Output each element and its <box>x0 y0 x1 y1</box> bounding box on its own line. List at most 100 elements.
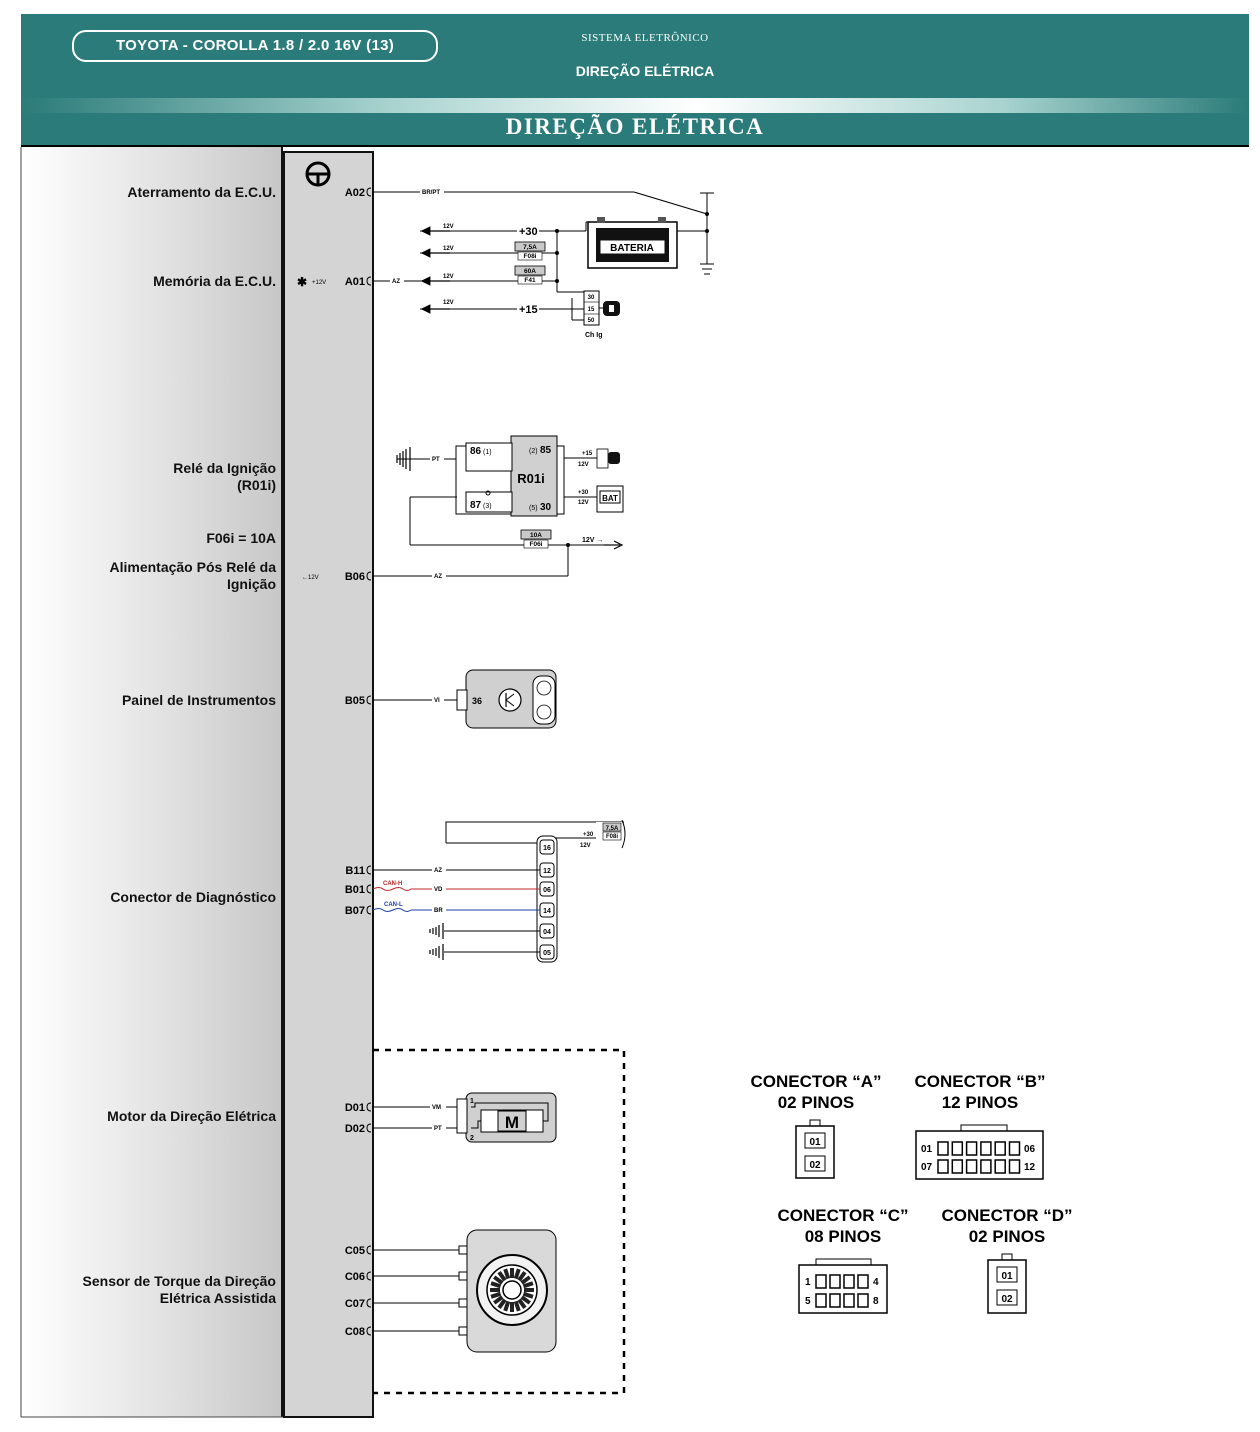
pin-b01: B01 <box>345 884 365 896</box>
connector-b-pin12: 12 <box>1024 1162 1036 1173</box>
fuse-f08i-label: F08i <box>523 253 536 260</box>
connector-a-pins: 02 PINOS <box>778 1093 855 1112</box>
v12-a: 12V <box>443 224 454 230</box>
motor-symbol: M <box>505 1113 519 1132</box>
label-memory: Memória da E.C.U. <box>153 273 276 290</box>
header-banner <box>21 14 1249 147</box>
label-relay: Relé da Ignição(R01i) <box>173 460 276 494</box>
connector-c-pin8: 8 <box>873 1296 879 1307</box>
pin-b05: B05 <box>345 695 365 707</box>
label-motor-line1: Motor da Direção Elétrica <box>107 1108 276 1124</box>
ground-circuit <box>373 191 714 275</box>
diag-fuse-value: 7,5A <box>606 826 619 832</box>
label-fuse-line1: F06i = 10A <box>206 530 276 546</box>
connector-c-cell <box>843 1293 855 1308</box>
connector-d-pin1: 01 <box>1001 1271 1013 1282</box>
motor-pin-2: 2 <box>470 1135 474 1142</box>
vehicle-title: TOYOTA - COROLLA 1.8 / 2.0 16V (13) <box>72 30 438 62</box>
can-h-label: CAN-H <box>383 881 402 887</box>
star-icon: ✱ <box>297 275 307 289</box>
pin-b11: B11 <box>345 865 365 877</box>
label-memory-line1: Memória da E.C.U. <box>153 273 276 289</box>
relay-pin-85: 85 <box>540 445 552 456</box>
switch-pin-30: 30 <box>588 295 595 301</box>
wire-az-b11: AZ <box>434 868 442 874</box>
relay-v12-a: 12V <box>578 462 589 468</box>
connector-a-pin1: 01 <box>809 1137 821 1148</box>
relay-pin-86-num: (1) <box>483 449 492 456</box>
sensor-tooth <box>524 1288 534 1292</box>
can-l-label: CAN-L <box>384 902 403 908</box>
b06-volt-note: ←12V <box>302 575 319 581</box>
relay-pin-86: 86 <box>470 446 482 457</box>
pin-b07: B07 <box>345 905 365 917</box>
diag-pin-04: 04 <box>543 929 551 936</box>
cluster-pin-36: 36 <box>472 696 482 706</box>
label-motor: Motor da Direção Elétrica <box>107 1108 276 1125</box>
relay-pin-30: 30 <box>540 502 552 513</box>
wire-az-b06: AZ <box>434 574 442 580</box>
label-diagnostic: Conector de Diagnóstico <box>110 889 276 906</box>
connector-b-cell <box>980 1141 992 1156</box>
switch-pin-50: 50 <box>588 318 595 324</box>
a01-volt-note: +12V <box>312 280 326 286</box>
connector-a-drawing: 01 02 <box>795 1119 835 1179</box>
instrument-cluster: VI 36 <box>373 669 557 729</box>
connector-b-pin06: 06 <box>1024 1144 1036 1155</box>
connector-b-cell <box>994 1159 1006 1174</box>
sensor-tooth <box>517 1271 527 1282</box>
sensor-tooth <box>490 1281 502 1289</box>
sensor-tooth <box>510 1268 514 1278</box>
page-title: DIREÇÃO ELÉTRICA <box>505 114 765 139</box>
label-relay-line1: Relé da Ignição <box>173 460 276 476</box>
connector-b-cell <box>980 1159 992 1174</box>
relay-mini-plus30: +30 <box>578 490 589 496</box>
sensor-tooth <box>490 1291 502 1299</box>
steering-motor: VM PT 1 2 M <box>373 1092 557 1143</box>
pin-a01: A01 <box>345 276 365 288</box>
fuse-f08i-value: 7,5A <box>523 244 537 251</box>
wire-br: BR <box>434 908 443 914</box>
relay-bat-label: BAT <box>602 494 618 503</box>
connector-legend: CONECTOR “A” 02 PINOS CONECTOR “B” 12 PI… <box>751 1072 1073 1246</box>
v12-c: 12V <box>443 274 454 280</box>
connector-b-cell <box>1008 1159 1021 1174</box>
torque-sensor <box>373 1229 557 1353</box>
battery-label: BATERIA <box>610 243 654 254</box>
pin-d02: D02 <box>345 1123 365 1135</box>
connector-d-pins: 02 PINOS <box>969 1227 1046 1246</box>
label-plus30: +30 <box>519 226 538 238</box>
relay-pin-87: 87 <box>470 500 482 511</box>
relay-pin-87-num: (3) <box>483 503 492 510</box>
assist-unit-boundary <box>373 1048 626 1395</box>
label-diagnostic-line1: Conector de Diagnóstico <box>110 889 276 905</box>
connector-c-cell <box>815 1274 827 1289</box>
connector-b-pin07: 07 <box>921 1162 933 1173</box>
pin-c07: C07 <box>345 1298 365 1310</box>
diag-v12: 12V <box>580 843 591 849</box>
wire-pt-motor: PT <box>434 1126 442 1132</box>
relay-pin-85-num: (2) <box>529 448 538 455</box>
wire-vi: VI <box>434 698 440 704</box>
switch-pin-15: 15 <box>588 307 595 313</box>
component-column <box>21 147 282 1417</box>
fuse-f06i-value: 10A <box>530 532 542 539</box>
f06i-out-label: 12V → <box>582 537 603 544</box>
system-subtitle: DIREÇÃO ELÉTRICA <box>575 63 715 79</box>
relay-name: R01i <box>517 471 544 486</box>
relay-r01i: PT 86 (1) 87 (3) (2) 85 (5) 30 R01i +15 … <box>373 435 624 580</box>
connector-b-cell <box>1008 1141 1021 1156</box>
wire-brpt-label: BR/PT <box>422 190 440 196</box>
ecu-block <box>283 151 374 1418</box>
label-ground: Aterramento da E.C.U. <box>127 184 276 201</box>
sensor-tooth <box>520 1275 531 1285</box>
connector-b-pin01: 01 <box>921 1144 933 1155</box>
diag-fuse-label: F08i <box>606 834 618 840</box>
relay-mini-plus15: +15 <box>582 451 593 457</box>
ignition-switch: 30 15 50 Ch Ig <box>583 290 620 339</box>
pin-c08: C08 <box>345 1326 365 1338</box>
connector-c-cell <box>829 1274 841 1289</box>
connector-c-pin1: 1 <box>805 1277 811 1288</box>
